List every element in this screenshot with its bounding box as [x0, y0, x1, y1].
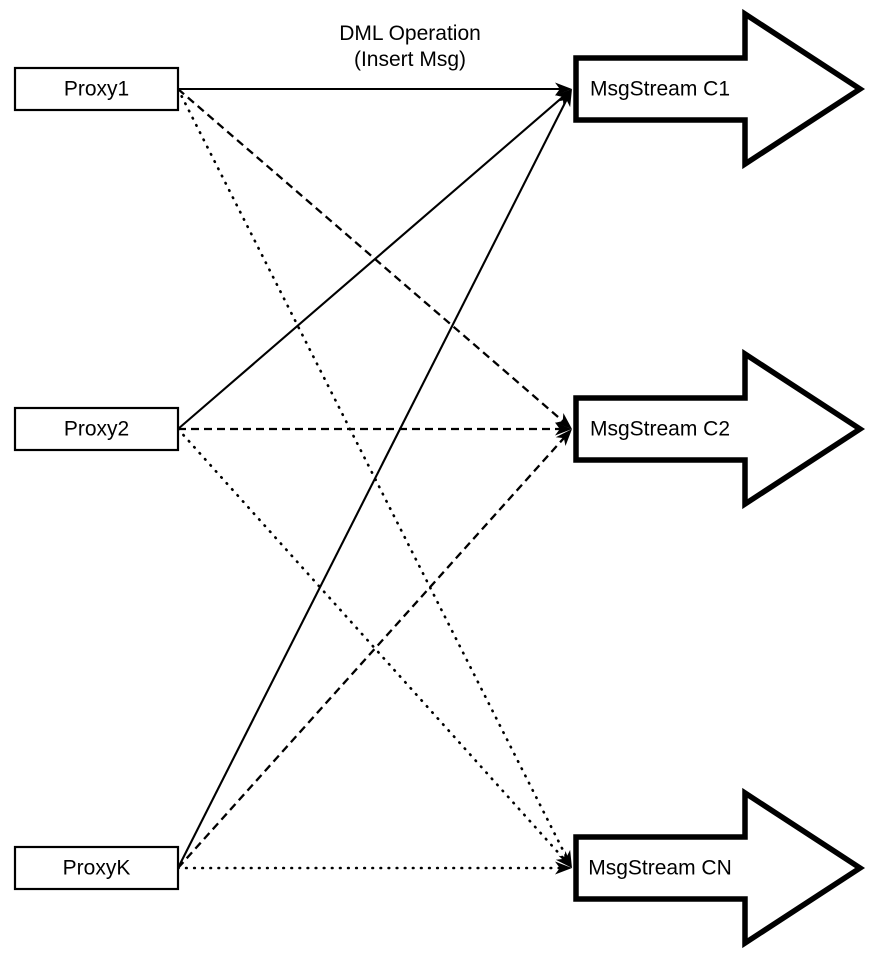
msgstream-label: MsgStream CN — [588, 857, 732, 880]
proxy-node-proxy1[interactable]: Proxy1 — [13, 66, 180, 112]
edge-p1-cn — [176, 87, 570, 863]
msgstream-node-stream_c2[interactable]: MsgStream C2 — [573, 348, 866, 510]
proxy-label: Proxy2 — [64, 418, 129, 441]
msgstream-label: MsgStream C1 — [590, 78, 730, 101]
msgstream-nodes-layer: MsgStream C1 MsgStream C2 MsgStream CN — [573, 8, 866, 949]
msgstream-node-stream_cn[interactable]: MsgStream CN — [573, 787, 866, 949]
annotation-line-2: (Insert Msg) — [354, 48, 466, 71]
msgstream-arrow-shape — [573, 348, 866, 510]
arrowheads-layer — [554, 82, 572, 875]
msgstream-node-stream_c1[interactable]: MsgStream C1 — [573, 8, 866, 170]
proxy-box-shape — [13, 406, 180, 452]
arrowhead-pk-c1 — [558, 89, 572, 108]
proxy-label: Proxy1 — [64, 78, 129, 101]
proxy-box-shape — [13, 66, 180, 112]
dml-operation-annotation: DML Operation (Insert Msg) — [339, 22, 481, 71]
msgstream-label: MsgStream C2 — [590, 418, 730, 441]
msgstream-arrow-shape — [573, 787, 866, 949]
edges-layer — [176, 87, 570, 870]
annotation-line-1: DML Operation — [339, 22, 481, 45]
proxy-node-proxy2[interactable]: Proxy2 — [13, 406, 180, 452]
edge-pk-c1 — [177, 95, 570, 869]
arrowhead-pk-c2 — [555, 429, 572, 446]
proxy-node-proxyk[interactable]: ProxyK — [13, 845, 180, 891]
edge-p2-cn — [176, 427, 568, 864]
edge-p2-c1 — [177, 93, 567, 430]
arrowhead-pk-cn — [555, 861, 572, 875]
edge-pk-c2 — [177, 434, 568, 869]
arrowhead-p2-cn — [555, 851, 572, 868]
arrowhead-p1-c1 — [555, 82, 572, 96]
proxy-label: ProxyK — [63, 857, 131, 880]
edge-p1-c2 — [177, 88, 567, 425]
msgstream-arrow-shape — [573, 8, 866, 170]
arrowhead-p2-c2 — [555, 422, 572, 436]
proxy-box-shape — [13, 845, 180, 891]
arrowhead-p1-c2 — [554, 412, 572, 429]
